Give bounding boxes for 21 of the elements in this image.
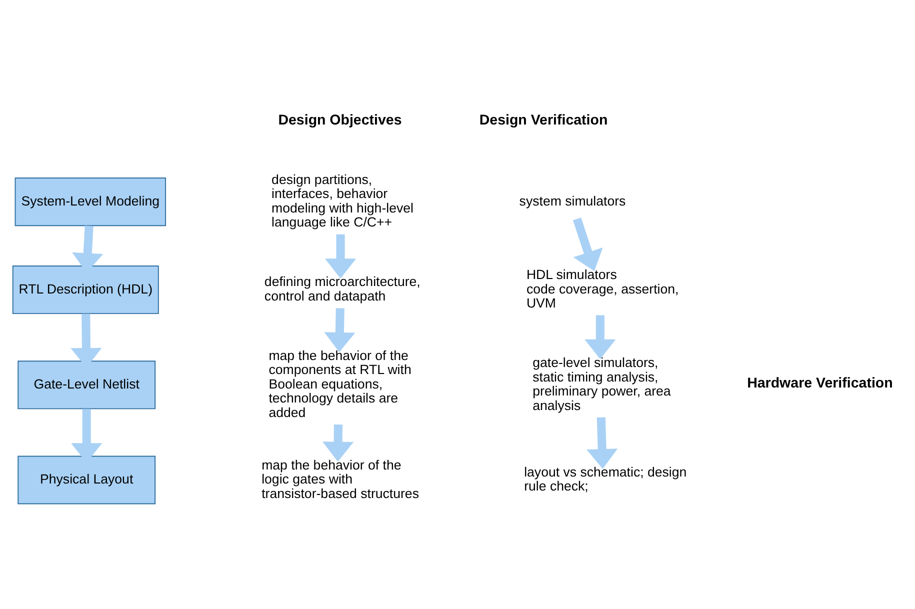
node-box: System-Level Modeling [14,177,166,226]
arrow [586,416,618,468]
node-text: defining microarchitecture, control and datapath [264,274,420,303]
node-text: gate-level simulators, static timing analysis, preliminary power, area analysis [532,354,671,412]
arrow [584,314,616,359]
node-text: map the behavior of the logic gates with transistor-based structures [262,456,420,500]
arrow [324,308,356,352]
node-box: RTL Description (HDL) [12,265,159,314]
arrow [572,217,603,271]
node-text: system simulators [519,192,626,208]
label: Design Verification [479,112,608,128]
node-text: HDL simulators code coverage, assertion, UVM [526,266,679,310]
arrow [324,234,356,278]
node-text: map the behavior of the components at RTL with Boolean equations, technology details are added [268,347,412,420]
label: Hardware Verification [747,374,893,391]
arrow [322,424,354,462]
node-text: layout vs schematic; design rule check; [524,464,687,494]
node-box: Physical Layout [18,455,156,504]
node-text: design partitions, interfaces, behavior modeling with high-level language like C/C++ [272,171,414,230]
label: Design Objectives [278,112,402,128]
node-box: Gate-Level Netlist [18,360,156,409]
